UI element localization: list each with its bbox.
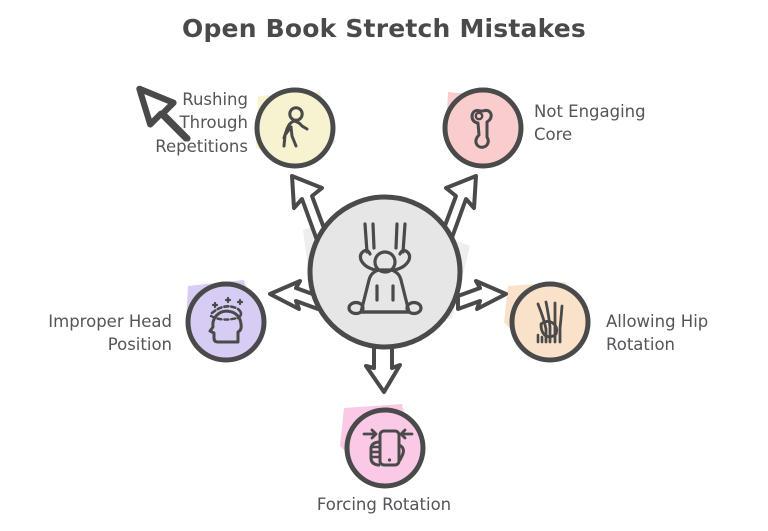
node-forcing-rotation[interactable] xyxy=(344,407,426,489)
node-not-engaging-core[interactable] xyxy=(442,87,524,169)
node-rushing-through-repetitions[interactable] xyxy=(254,87,336,169)
node-label-improper-head-position: Improper Head Position xyxy=(48,312,172,355)
center-node[interactable] xyxy=(307,194,463,350)
arrow-right-icon xyxy=(456,279,508,311)
node-label-allowing-hip-rotation: Allowing Hip Rotation xyxy=(606,312,709,355)
node-label-not-engaging-core: Not Engaging Core xyxy=(534,102,646,145)
node-label-rushing-through-repetitions: Rushing Through Repetitions xyxy=(155,90,248,156)
node-allowing-hip-rotation[interactable] xyxy=(509,281,591,363)
arrow-left-icon xyxy=(268,279,320,311)
arrow-up-left xyxy=(136,85,191,142)
page-title: Open Book Stretch Mistakes xyxy=(182,14,586,43)
node-label-forcing-rotation: Forcing Rotation xyxy=(316,495,452,514)
arrow-group xyxy=(136,85,191,142)
node-improper-head-position[interactable] xyxy=(185,281,267,363)
